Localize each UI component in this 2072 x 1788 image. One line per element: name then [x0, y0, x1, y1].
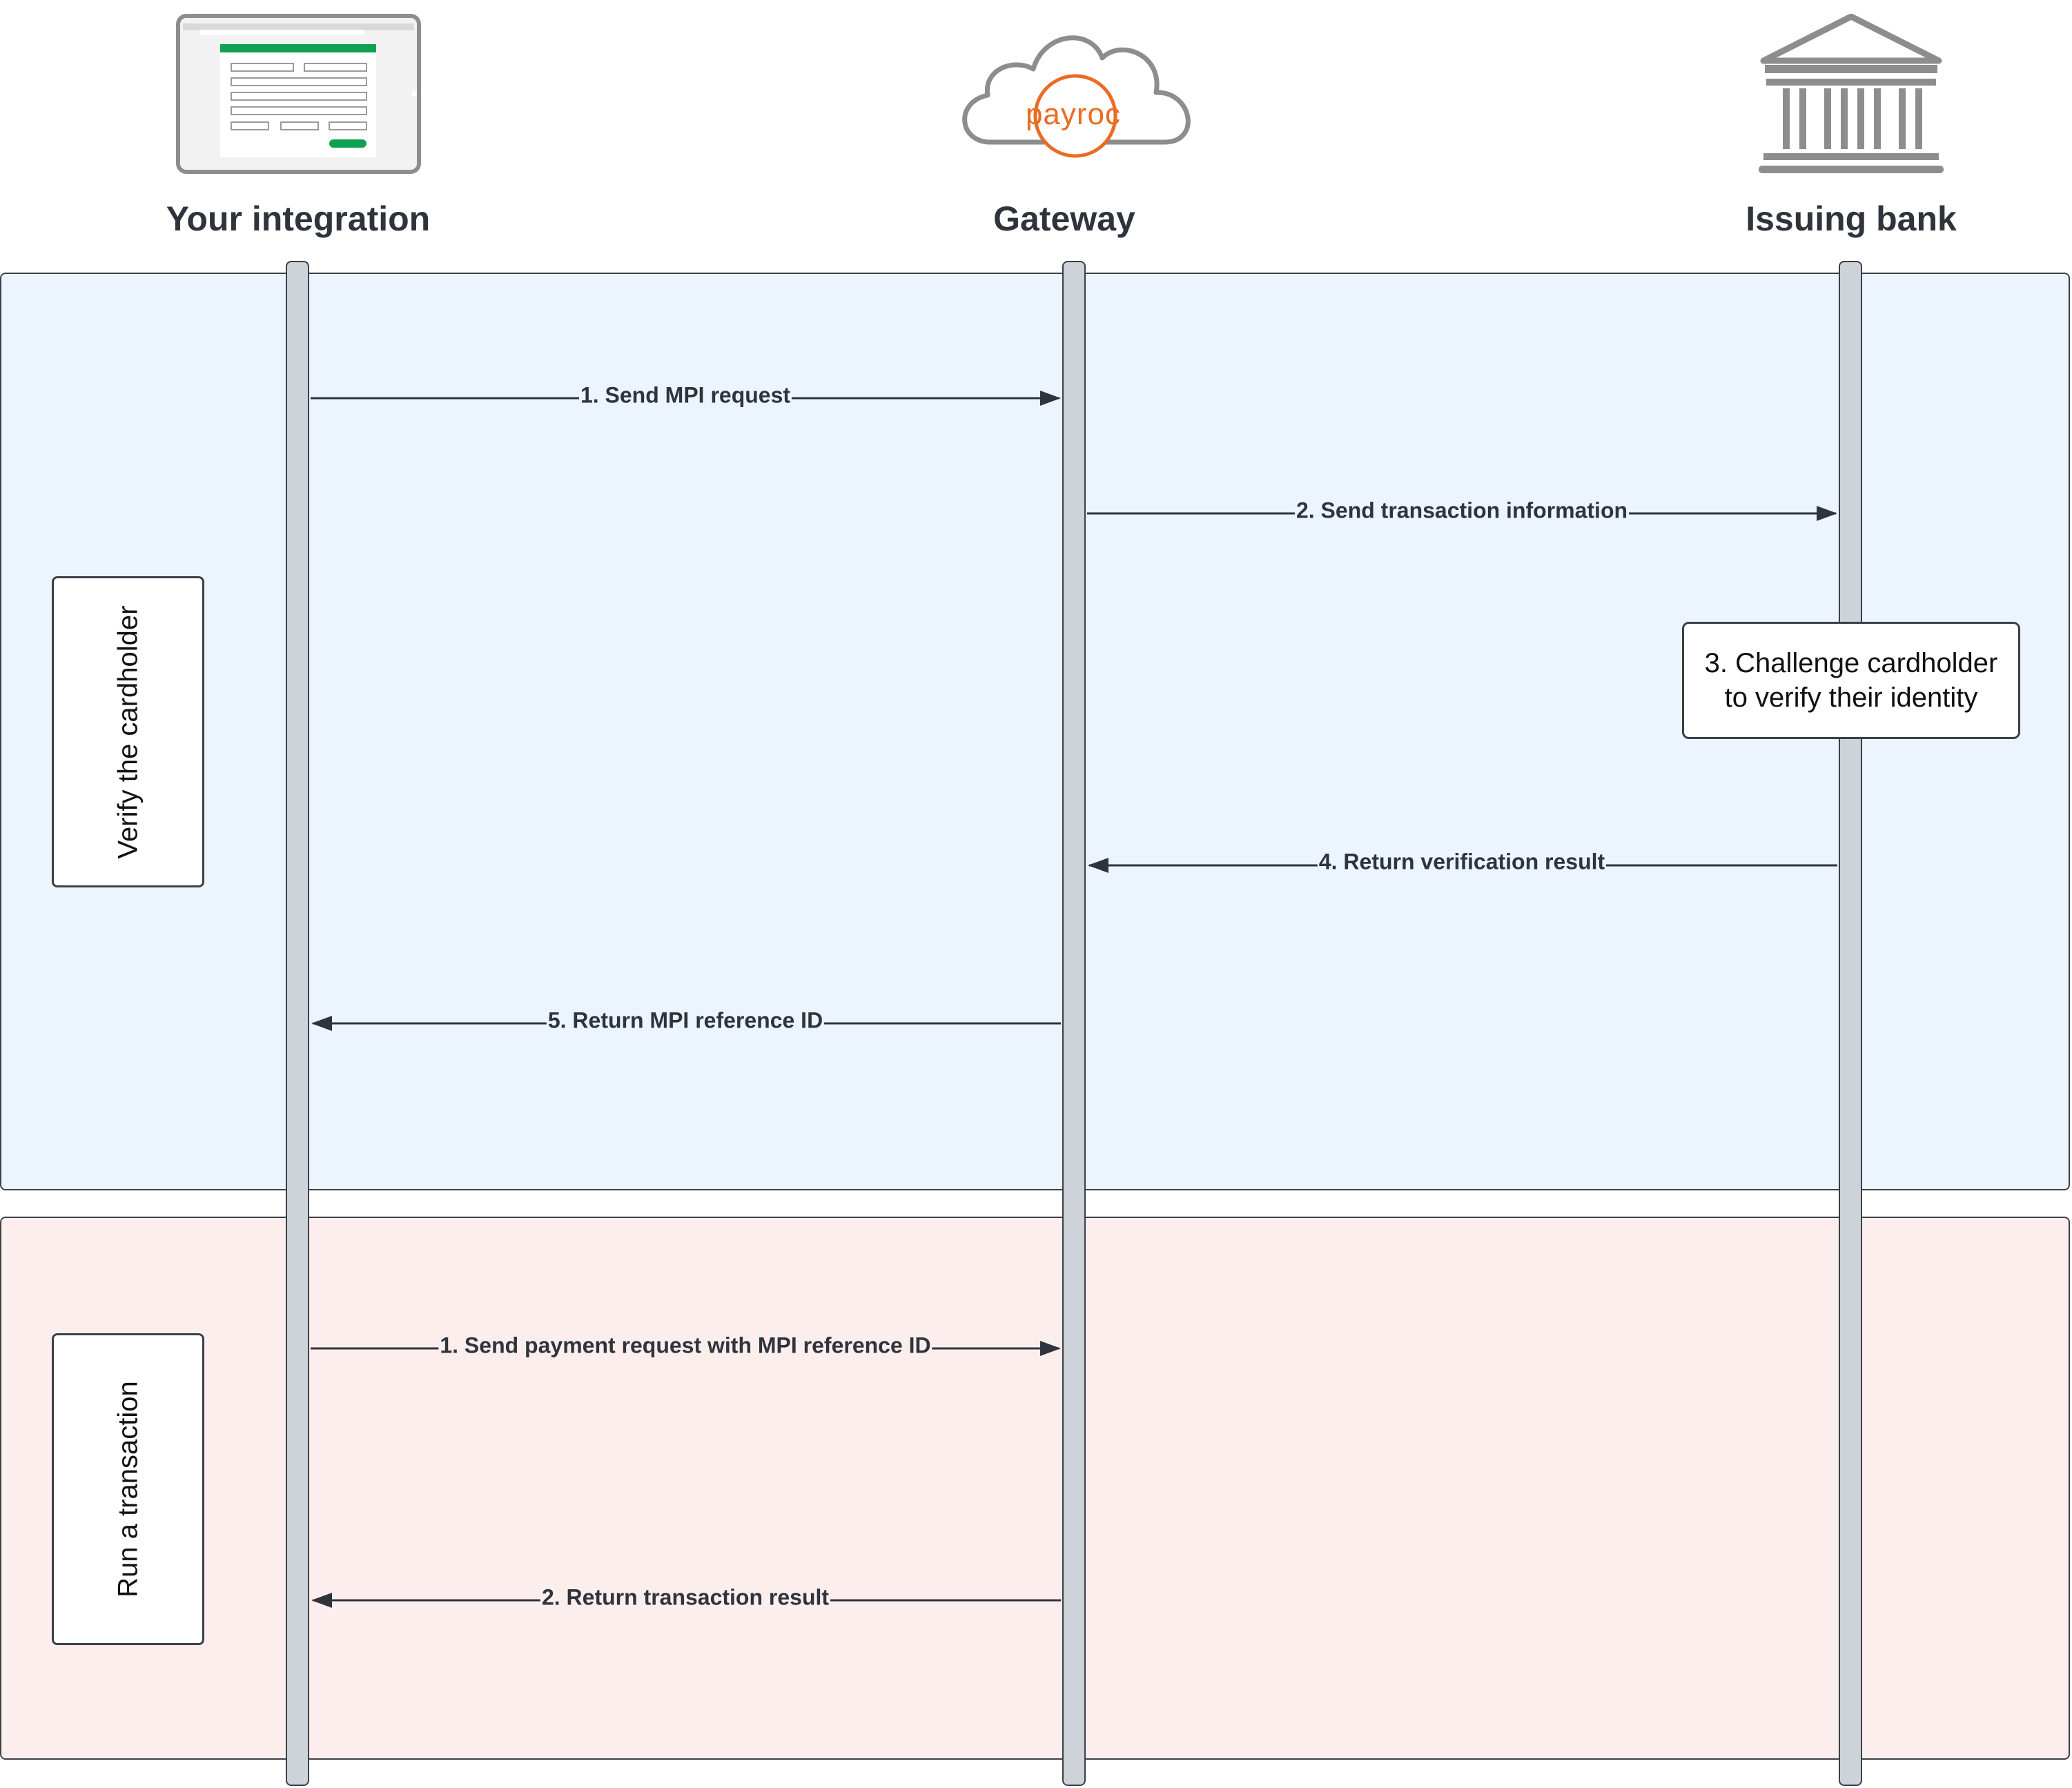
tablet-form-icon [176, 14, 421, 174]
arrowhead-transaction-2 [311, 1593, 332, 1608]
actor-label-gateway: Gateway [993, 199, 1135, 238]
message-label-verify-1: 1. Send MPI request [578, 382, 792, 409]
message-label-verify-2: 2. Send transaction information [1294, 498, 1630, 524]
lifeline-integration [286, 261, 309, 1786]
payroc-cloud-icon: payroc [949, 19, 1198, 164]
message-label-verify-5: 5. Return MPI reference ID [546, 1008, 825, 1034]
phase-band-transaction [0, 1217, 2070, 1760]
message-label-transaction-2: 2. Return transaction result [540, 1584, 831, 1611]
payroc-logo-text: payroc [1025, 97, 1122, 131]
actor-label-integration: Your integration [166, 199, 431, 238]
arrowhead-verify-5 [311, 1016, 332, 1031]
arrowhead-verify-2 [1817, 506, 1837, 521]
actor-label-issuing-bank: Issuing bank [1746, 199, 1957, 238]
note-challenge-cardholder: 3. Challenge cardholder to verify their … [1682, 622, 2020, 739]
phase-label-transaction: Run a transaction [113, 1381, 143, 1598]
lifeline-gateway [1062, 261, 1086, 1786]
arrowhead-verify-1 [1040, 391, 1061, 406]
arrowhead-verify-4 [1088, 858, 1108, 873]
note-line-1: 3. Challenge cardholder [1704, 648, 1998, 678]
arrowhead-transaction-1 [1040, 1341, 1061, 1356]
message-label-transaction-1: 1. Send payment request with MPI referen… [438, 1333, 932, 1359]
message-label-verify-4: 4. Return verification result [1317, 849, 1607, 875]
phase-label-box-transaction: Run a transaction [52, 1333, 204, 1645]
phase-label-box-verify: Verify the cardholder [52, 576, 204, 887]
bank-building-icon [1757, 13, 1946, 176]
note-line-2: to verify their identity [1724, 682, 1978, 713]
phase-label-verify: Verify the cardholder [113, 605, 143, 858]
lifeline-issuing-bank [1839, 261, 1862, 1786]
